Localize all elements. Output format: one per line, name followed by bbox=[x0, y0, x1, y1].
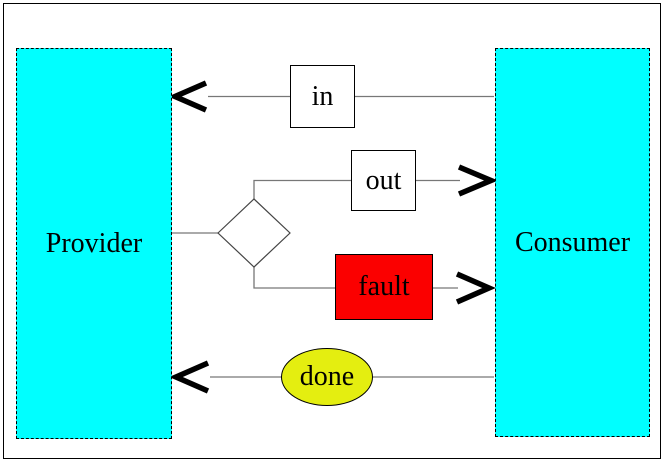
wire-fault-elbow bbox=[253, 266, 335, 289]
out-label: out bbox=[365, 164, 402, 196]
fault-message-box: fault bbox=[335, 254, 433, 320]
done-arrowhead bbox=[169, 360, 210, 394]
done-ellipse: done bbox=[281, 348, 373, 406]
fault-label: fault bbox=[358, 271, 410, 302]
in-arrowhead bbox=[168, 80, 208, 113]
choice-diamond bbox=[217, 198, 291, 268]
wire-out-elbow bbox=[253, 179, 351, 200]
consumer-box: Consumer bbox=[495, 48, 650, 437]
fault-arrowhead bbox=[455, 271, 496, 305]
done-label: done bbox=[299, 361, 355, 392]
out-arrowhead bbox=[457, 164, 499, 197]
in-message-box: in bbox=[290, 65, 355, 128]
out-message-box: out bbox=[351, 150, 416, 211]
consumer-label: Consumer bbox=[514, 226, 631, 258]
provider-box: Provider bbox=[16, 48, 172, 439]
provider-label: Provider bbox=[45, 227, 143, 259]
outer-frame bbox=[3, 3, 661, 459]
in-label: in bbox=[311, 80, 334, 112]
